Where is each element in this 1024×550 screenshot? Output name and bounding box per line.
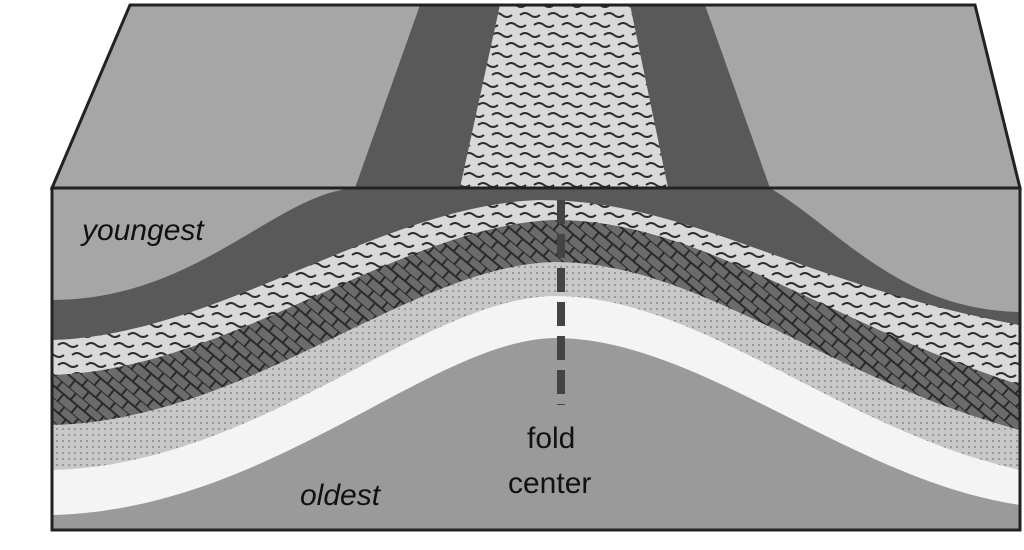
block-outline bbox=[49, 3, 1022, 532]
label-center: center bbox=[508, 467, 591, 500]
label-youngest: youngest bbox=[80, 214, 205, 247]
top-dark-band-right bbox=[630, 5, 770, 188]
label-oldest: oldest bbox=[300, 479, 382, 512]
top-surface bbox=[52, 5, 1020, 188]
layer-oldest bbox=[52, 338, 1020, 530]
label-fold: fold bbox=[527, 422, 575, 455]
front-face bbox=[52, 188, 1020, 530]
top-zigzag-band bbox=[460, 5, 668, 188]
top-dark-band-left bbox=[355, 5, 500, 188]
